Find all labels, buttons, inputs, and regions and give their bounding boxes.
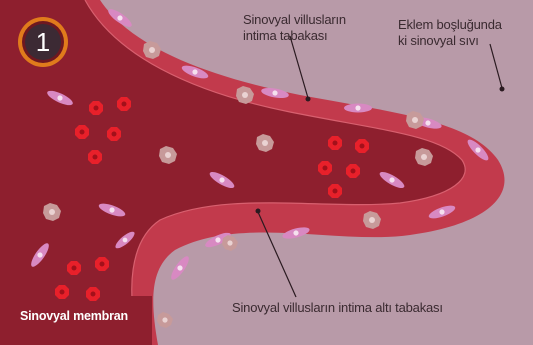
- badge-number: 1: [25, 24, 61, 60]
- blood-cell: [67, 261, 81, 275]
- blood-cell: [328, 136, 342, 150]
- blood-cell: [89, 101, 103, 115]
- blood-cell: [86, 287, 100, 301]
- joint-fluid-label-line2: ki sinovyal sıvı: [398, 33, 502, 49]
- blood-cell: [95, 257, 109, 271]
- blood-cell: [88, 150, 102, 164]
- blood-cell: [107, 127, 121, 141]
- blood-cell: [75, 125, 89, 139]
- joint-fluid-label: Eklem boşluğunda ki sinovyal sıvı: [398, 17, 502, 49]
- intima-label-line1: Sinovyal villusların: [243, 12, 346, 28]
- intima-pointer-dot: [306, 97, 311, 102]
- blood-cell: [318, 161, 332, 175]
- blood-cell: [355, 139, 369, 153]
- subintima-label: Sinovyal villusların intima altı tabakas…: [232, 300, 443, 316]
- fluid-pointer-dot: [500, 87, 505, 92]
- blood-cell: [117, 97, 131, 111]
- badge-ring: 1: [22, 21, 64, 63]
- subintima-pointer-dot: [256, 209, 261, 214]
- synoviocyte: [344, 104, 372, 113]
- intima-label-line2: intima tabakası: [243, 28, 346, 44]
- blood-cell: [55, 285, 69, 299]
- blood-cell: [328, 184, 342, 198]
- synovial-membrane-label: Sinovyal membran: [20, 308, 128, 324]
- joint-fluid-label-line1: Eklem boşluğunda: [398, 17, 502, 33]
- intima-label: Sinovyal villusların intima tabakası: [243, 12, 346, 44]
- blood-cell: [346, 164, 360, 178]
- step-number-badge: 1: [18, 17, 68, 67]
